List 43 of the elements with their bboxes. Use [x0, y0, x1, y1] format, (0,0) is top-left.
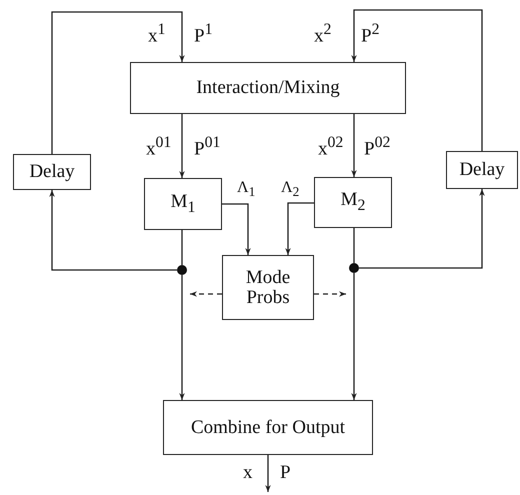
junction-dot: [349, 263, 359, 273]
arrow: [222, 203, 251, 255]
signal-label: P$^{2}$: [361, 22, 380, 46]
signal-label: P$^{1}$: [194, 22, 212, 46]
block-label: Interaction/Mixing: [196, 78, 340, 98]
mixing-block: [130, 62, 406, 114]
arrow: [179, 114, 185, 178]
signal-label: P$^{01}$: [194, 135, 220, 158]
edge-label: Λ$_{1}$: [236, 180, 256, 199]
block-label: M$_{1}$: [170, 192, 196, 216]
signal-label: x$^{2}$: [314, 22, 332, 46]
block-label: Mode Probs: [244, 268, 292, 308]
signal-label: x$^{1}$: [148, 22, 166, 46]
arrow: [351, 9, 483, 151]
arrow: [49, 190, 177, 271]
delay-block: [13, 154, 91, 190]
signal-label: x$^{02}$: [318, 135, 344, 158]
arrow: [359, 189, 485, 269]
block-label: M$_{2}$: [340, 190, 366, 215]
signal-label: P$^{02}$: [364, 135, 390, 158]
edge-label: Λ$_{2}$: [280, 180, 300, 199]
dashed-arrow: [190, 291, 222, 297]
arrow: [285, 202, 314, 255]
arrow: [265, 455, 271, 492]
signal-label: x: [243, 463, 252, 482]
probability-block: [222, 255, 314, 320]
filter-block: [144, 178, 222, 230]
arrow: [51, 11, 185, 154]
signal-label: P: [280, 463, 291, 482]
signal-label: x$^{01}$: [146, 135, 172, 158]
arrow: [351, 273, 357, 400]
connector-line: [353, 228, 355, 263]
delay-block: [446, 151, 518, 189]
junction-dot: [177, 265, 187, 275]
arrow: [351, 114, 357, 177]
block-label: Combine for Output: [190, 418, 346, 438]
connector-line: [181, 230, 183, 265]
filter-block: [314, 177, 392, 228]
block-label: Delay: [29, 162, 75, 182]
block-label: Delay: [459, 160, 505, 180]
combiner-block: [163, 400, 373, 455]
arrow: [179, 275, 185, 400]
dashed-arrow: [314, 291, 346, 297]
